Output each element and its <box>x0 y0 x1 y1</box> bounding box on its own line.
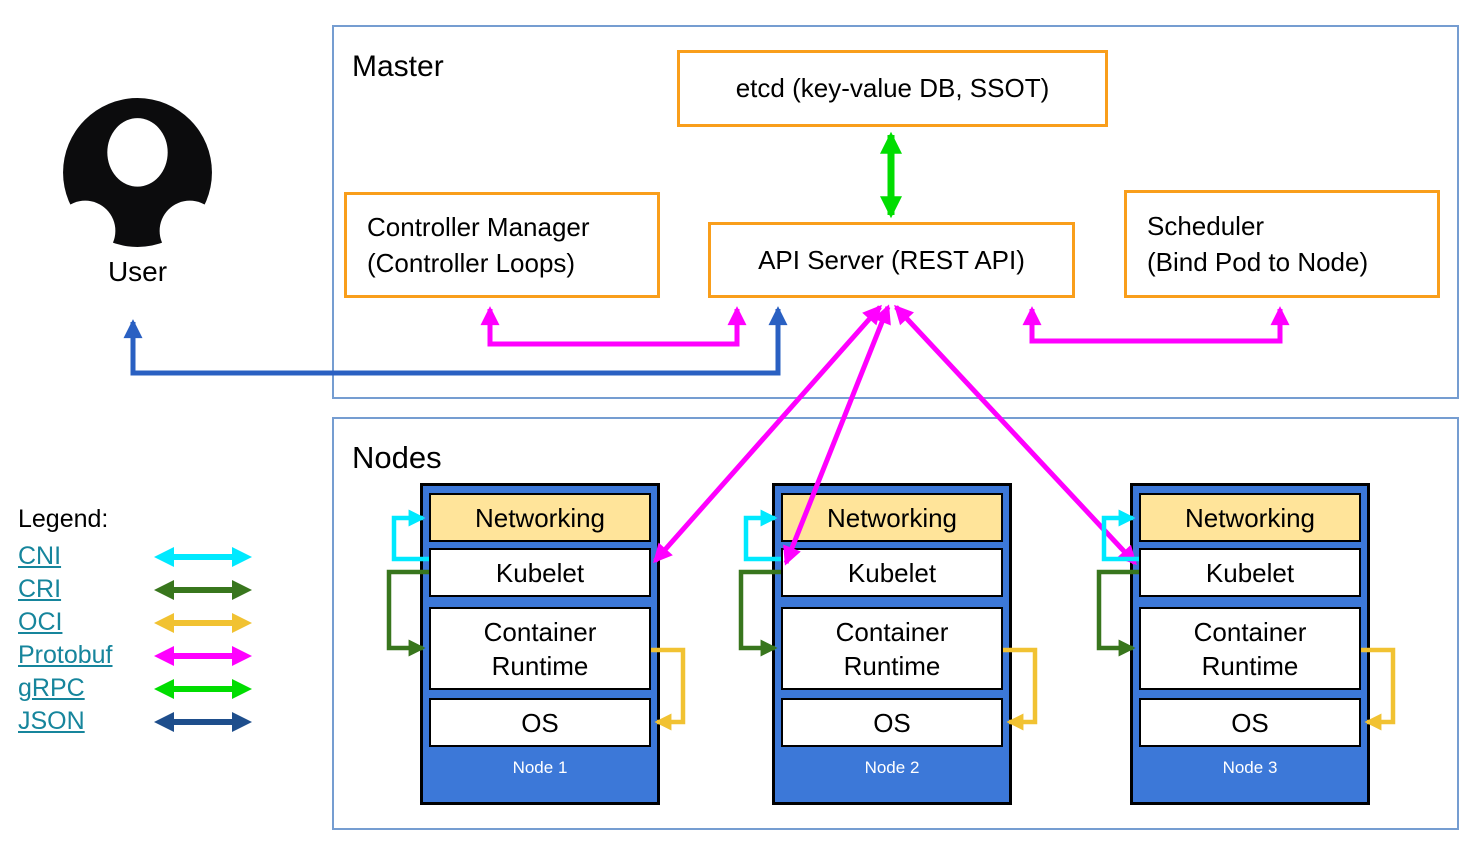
legend-item-cri: CRI <box>14 573 252 606</box>
controller-manager-label-line1: Controller Manager <box>367 212 590 242</box>
cni-link[interactable]: CNI <box>18 542 62 570</box>
kubelet-label: Kubelet <box>847 557 937 588</box>
legend-item-grpc: gRPC <box>14 672 252 705</box>
api-server-box: API Server (REST API) <box>708 222 1075 298</box>
scheduler-label-line1: Scheduler <box>1147 211 1265 241</box>
grpc-link[interactable]: gRPC <box>18 674 85 702</box>
node-3-networking-box: Networking <box>1139 493 1361 542</box>
node-1-kubelet-box: Kubelet <box>429 548 651 597</box>
node-3-kubelet-box: Kubelet <box>1139 548 1361 597</box>
networking-label: Networking <box>474 502 606 533</box>
kubelet-label: Kubelet <box>1205 557 1295 588</box>
networking-label: Networking <box>1184 502 1316 533</box>
node-1-container-runtime-box: Container Runtime <box>429 607 651 690</box>
node-2-networking-box: Networking <box>781 493 1003 542</box>
etcd-box: etcd (key-value DB, SSOT) <box>677 50 1108 127</box>
api-server-label: API Server (REST API) <box>758 244 1025 275</box>
kubelet-label: Kubelet <box>495 557 585 588</box>
legend-item-cni: CNI <box>14 540 252 573</box>
protobuf-arrow-icon <box>154 645 252 666</box>
grpc-arrow-icon <box>154 678 252 699</box>
json-link[interactable]: JSON <box>18 707 85 735</box>
oci-arrow-icon <box>154 612 252 633</box>
legend-item-protobuf: Protobuf <box>14 639 252 672</box>
user-icon <box>55 90 220 260</box>
node-3-container: Networking Kubelet Container Runtime OS … <box>1130 483 1370 805</box>
legend: Legend: CNI CRI OCI Protobuf gRPC JSON <box>14 505 252 738</box>
node-1-os-box: OS <box>429 698 651 747</box>
node-2-container-runtime-box: Container Runtime <box>781 607 1003 690</box>
master-title: Master <box>352 50 444 83</box>
node-3-name-label: Node 3 <box>1222 758 1278 777</box>
json-arrow-icon <box>154 711 252 732</box>
node-2-os-box: OS <box>781 698 1003 747</box>
os-label: OS <box>1231 707 1269 738</box>
networking-label: Networking <box>826 502 958 533</box>
container-runtime-label: Container Runtime <box>483 616 597 681</box>
node-1-networking-box: Networking <box>429 493 651 542</box>
os-label: OS <box>521 707 559 738</box>
container-runtime-label: Container Runtime <box>1193 616 1307 681</box>
node-2-container: Networking Kubelet Container Runtime OS … <box>772 483 1012 805</box>
protobuf-link[interactable]: Protobuf <box>18 641 113 669</box>
node-1-name-label: Node 1 <box>512 758 568 777</box>
controller-manager-box: Controller Manager (Controller Loops) <box>344 192 660 298</box>
cri-arrow-icon <box>154 579 252 600</box>
node-2-name-label: Node 2 <box>864 758 920 777</box>
cri-link[interactable]: CRI <box>18 575 62 603</box>
os-label: OS <box>873 707 911 738</box>
oci-link[interactable]: OCI <box>18 608 63 636</box>
legend-item-oci: OCI <box>14 606 252 639</box>
scheduler-box: Scheduler (Bind Pod to Node) <box>1124 190 1440 298</box>
controller-manager-label-line2: (Controller Loops) <box>367 248 576 278</box>
nodes-title: Nodes <box>352 440 442 475</box>
node-3-container-runtime-box: Container Runtime <box>1139 607 1361 690</box>
cni-arrow-icon <box>154 546 252 567</box>
scheduler-label-line2: (Bind Pod to Node) <box>1147 247 1369 277</box>
node-2-kubelet-box: Kubelet <box>781 548 1003 597</box>
legend-item-json: JSON <box>14 705 252 738</box>
user-label: User <box>107 256 168 287</box>
node-3-os-box: OS <box>1139 698 1361 747</box>
node-1-container: Networking Kubelet Container Runtime OS … <box>420 483 660 805</box>
container-runtime-label: Container Runtime <box>835 616 949 681</box>
etcd-label: etcd (key-value DB, SSOT) <box>735 73 1050 103</box>
legend-title: Legend: <box>18 505 109 533</box>
